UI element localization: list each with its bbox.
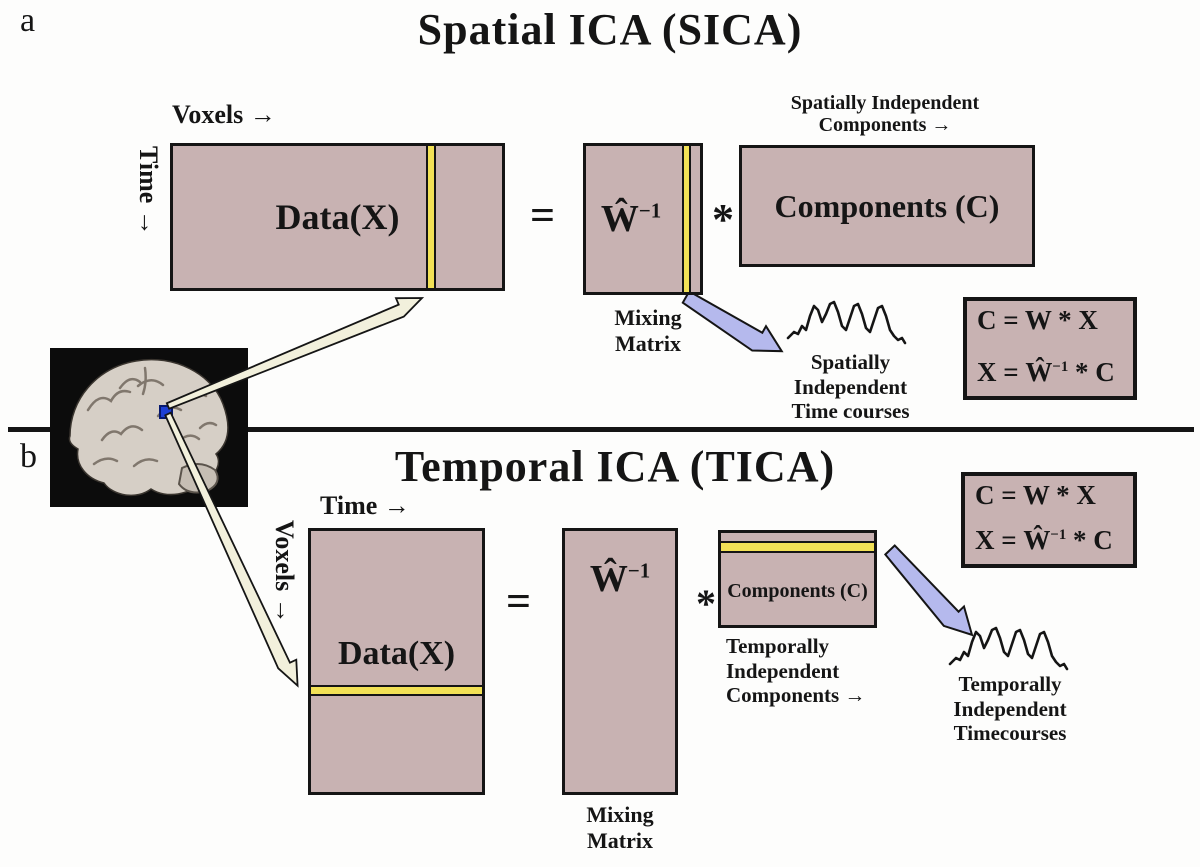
sica-data-matrix: Data(X) <box>170 143 505 291</box>
sica-equation-box: C = W * X X = Ŵ−1 * C <box>963 297 1137 400</box>
tica-selected-timepoint-stripe <box>311 685 482 696</box>
tica-unmixing-symbol: Ŵ−1 <box>589 558 651 600</box>
panel-a-label: a <box>20 2 36 39</box>
tica-timecourse-squiggle <box>948 626 1069 671</box>
sica-equation-1: C = W * X <box>977 305 1098 335</box>
tica-equation-2: X = Ŵ−1 * C <box>975 525 1113 556</box>
tica-voxels-axis-label: Voxels → <box>270 520 299 624</box>
tica-unmixing-matrix: Ŵ−1 <box>562 528 678 795</box>
tica-components-matrix-label: Components (C) <box>727 580 868 602</box>
sica-components-matrix: Components (C) <box>739 145 1035 267</box>
sica-components-matrix-label: Components (C) <box>774 187 1000 224</box>
sica-selected-voxel-stripe <box>426 146 436 288</box>
tica-components-stripe <box>721 541 874 553</box>
sica-timecourse-squiggle <box>786 300 907 345</box>
tica-equation-1: C = W * X <box>975 480 1096 510</box>
sica-timecourse-caption: Spatially Independent Time courses <box>791 350 910 424</box>
sica-unmixing-symbol: Ŵ−1 <box>600 198 662 240</box>
sica-unmixing-matrix: Ŵ−1 <box>583 143 703 295</box>
tica-equation-box: C = W * X X = Ŵ−1 * C <box>961 472 1137 568</box>
sica-equation-2: X = Ŵ−1 * C <box>977 357 1115 388</box>
sica-time-axis-label: Time → <box>134 146 163 236</box>
sica-multiply-sign: * <box>712 195 734 244</box>
brain-image <box>50 348 248 507</box>
tica-mixing-matrix-caption: Mixing Matrix <box>586 802 654 853</box>
sica-mixing-matrix-caption: Mixing Matrix <box>614 305 682 356</box>
tica-components-caption: Temporally Independent Components → <box>726 634 866 708</box>
tica-data-matrix-label: Data(X) <box>337 635 456 672</box>
panel-b-label: b <box>20 438 37 475</box>
sica-equals-sign: = <box>530 191 556 240</box>
tica-time-axis-label: Time → <box>320 491 410 520</box>
section-divider-line <box>8 427 1194 432</box>
panel-a-title: Spatial ICA (SICA) <box>417 5 803 54</box>
sica-timecourse-arrow <box>681 289 784 353</box>
tica-timecourse-arrow <box>883 544 974 637</box>
tica-multiply-sign: * <box>696 581 716 626</box>
voxel-to-sica-arrow <box>165 297 425 410</box>
tica-equals-sign: = <box>506 577 532 626</box>
tica-timecourse-caption: Temporally Independent Timecourses <box>953 672 1067 746</box>
panel-b-title: Temporal ICA (TICA) <box>394 442 836 491</box>
sica-voxels-axis-label: Voxels → <box>172 100 276 129</box>
tica-data-matrix: Data(X) <box>308 528 485 795</box>
sica-unmixing-stripe <box>682 146 691 292</box>
tica-components-matrix: Components (C) <box>718 530 877 628</box>
voxel-to-tica-arrow <box>164 411 299 688</box>
sica-data-matrix-label: Data(X) <box>275 197 400 237</box>
sica-components-header: Spatially Independent Components → <box>790 92 980 136</box>
